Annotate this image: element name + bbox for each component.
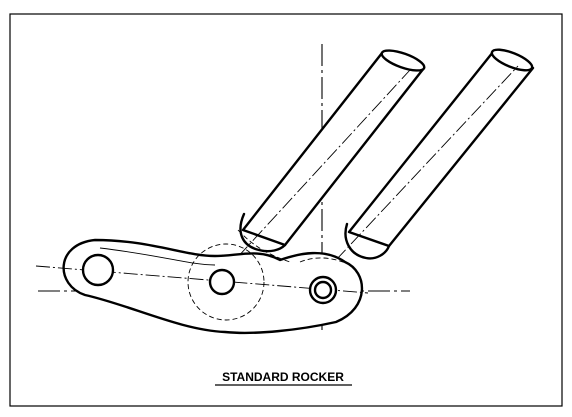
left-hole bbox=[81, 253, 115, 287]
right-tube bbox=[335, 48, 535, 261]
left-tube bbox=[222, 49, 426, 274]
drawing-border bbox=[9, 13, 563, 407]
drawing-title: STANDARD ROCKER bbox=[222, 370, 344, 384]
hidden-boss-circle bbox=[187, 243, 265, 321]
middle-hole bbox=[208, 268, 236, 296]
right-hole-inner bbox=[313, 280, 333, 300]
pivot-holes bbox=[81, 253, 338, 305]
